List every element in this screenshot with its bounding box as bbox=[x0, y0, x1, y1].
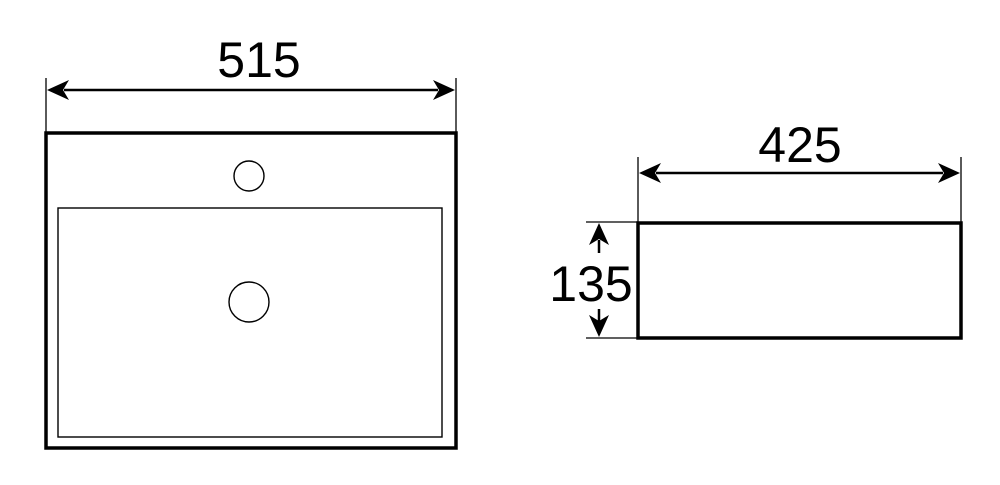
side-view-left-arrowhead bbox=[639, 163, 661, 183]
side-view-right-arrowhead bbox=[938, 163, 960, 183]
drain-hole bbox=[228, 281, 270, 323]
top-view-width-label: 515 bbox=[217, 32, 300, 88]
side-view-top-arrowhead bbox=[589, 223, 609, 245]
side-view-height-label: 135 bbox=[549, 256, 632, 312]
top-view-right-arrowhead bbox=[433, 80, 455, 100]
side-view: 425 135 bbox=[549, 117, 963, 340]
side-view-width-label: 425 bbox=[758, 117, 841, 173]
side-view-bottom-arrowhead bbox=[589, 315, 609, 337]
faucet-hole bbox=[233, 160, 265, 192]
basin-outer-outline bbox=[44, 131, 458, 450]
top-view-left-arrowhead bbox=[47, 80, 69, 100]
basin-side-profile bbox=[636, 221, 963, 340]
top-view: 515 bbox=[44, 32, 458, 450]
basin-bowl-outline bbox=[57, 207, 443, 438]
